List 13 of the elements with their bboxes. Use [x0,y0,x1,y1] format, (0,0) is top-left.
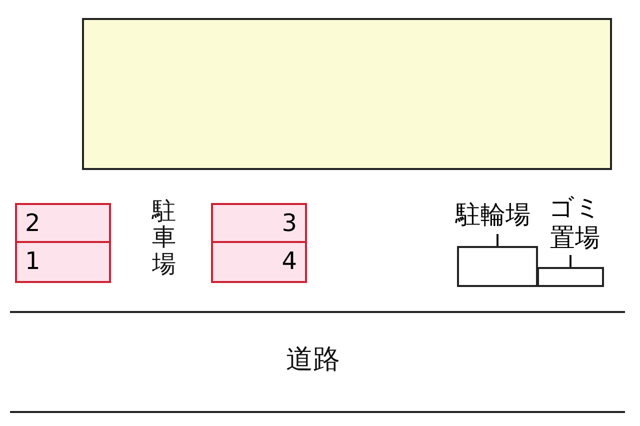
parking-label: 駐車場 [150,198,177,278]
parking-space: 1 [15,243,111,283]
road-label: 道路 [285,345,341,375]
parking-space: 3 [211,203,307,243]
parking-space: 2 [15,203,111,243]
parking-space: 4 [211,243,307,283]
facility-outline [457,246,538,287]
building-outline [82,18,612,170]
leader-line [570,255,572,267]
leader-line [496,234,498,246]
area-label: ゴミ置場 [543,193,607,255]
facility-outline [537,267,604,287]
area-label: 駐輪場 [443,200,543,234]
